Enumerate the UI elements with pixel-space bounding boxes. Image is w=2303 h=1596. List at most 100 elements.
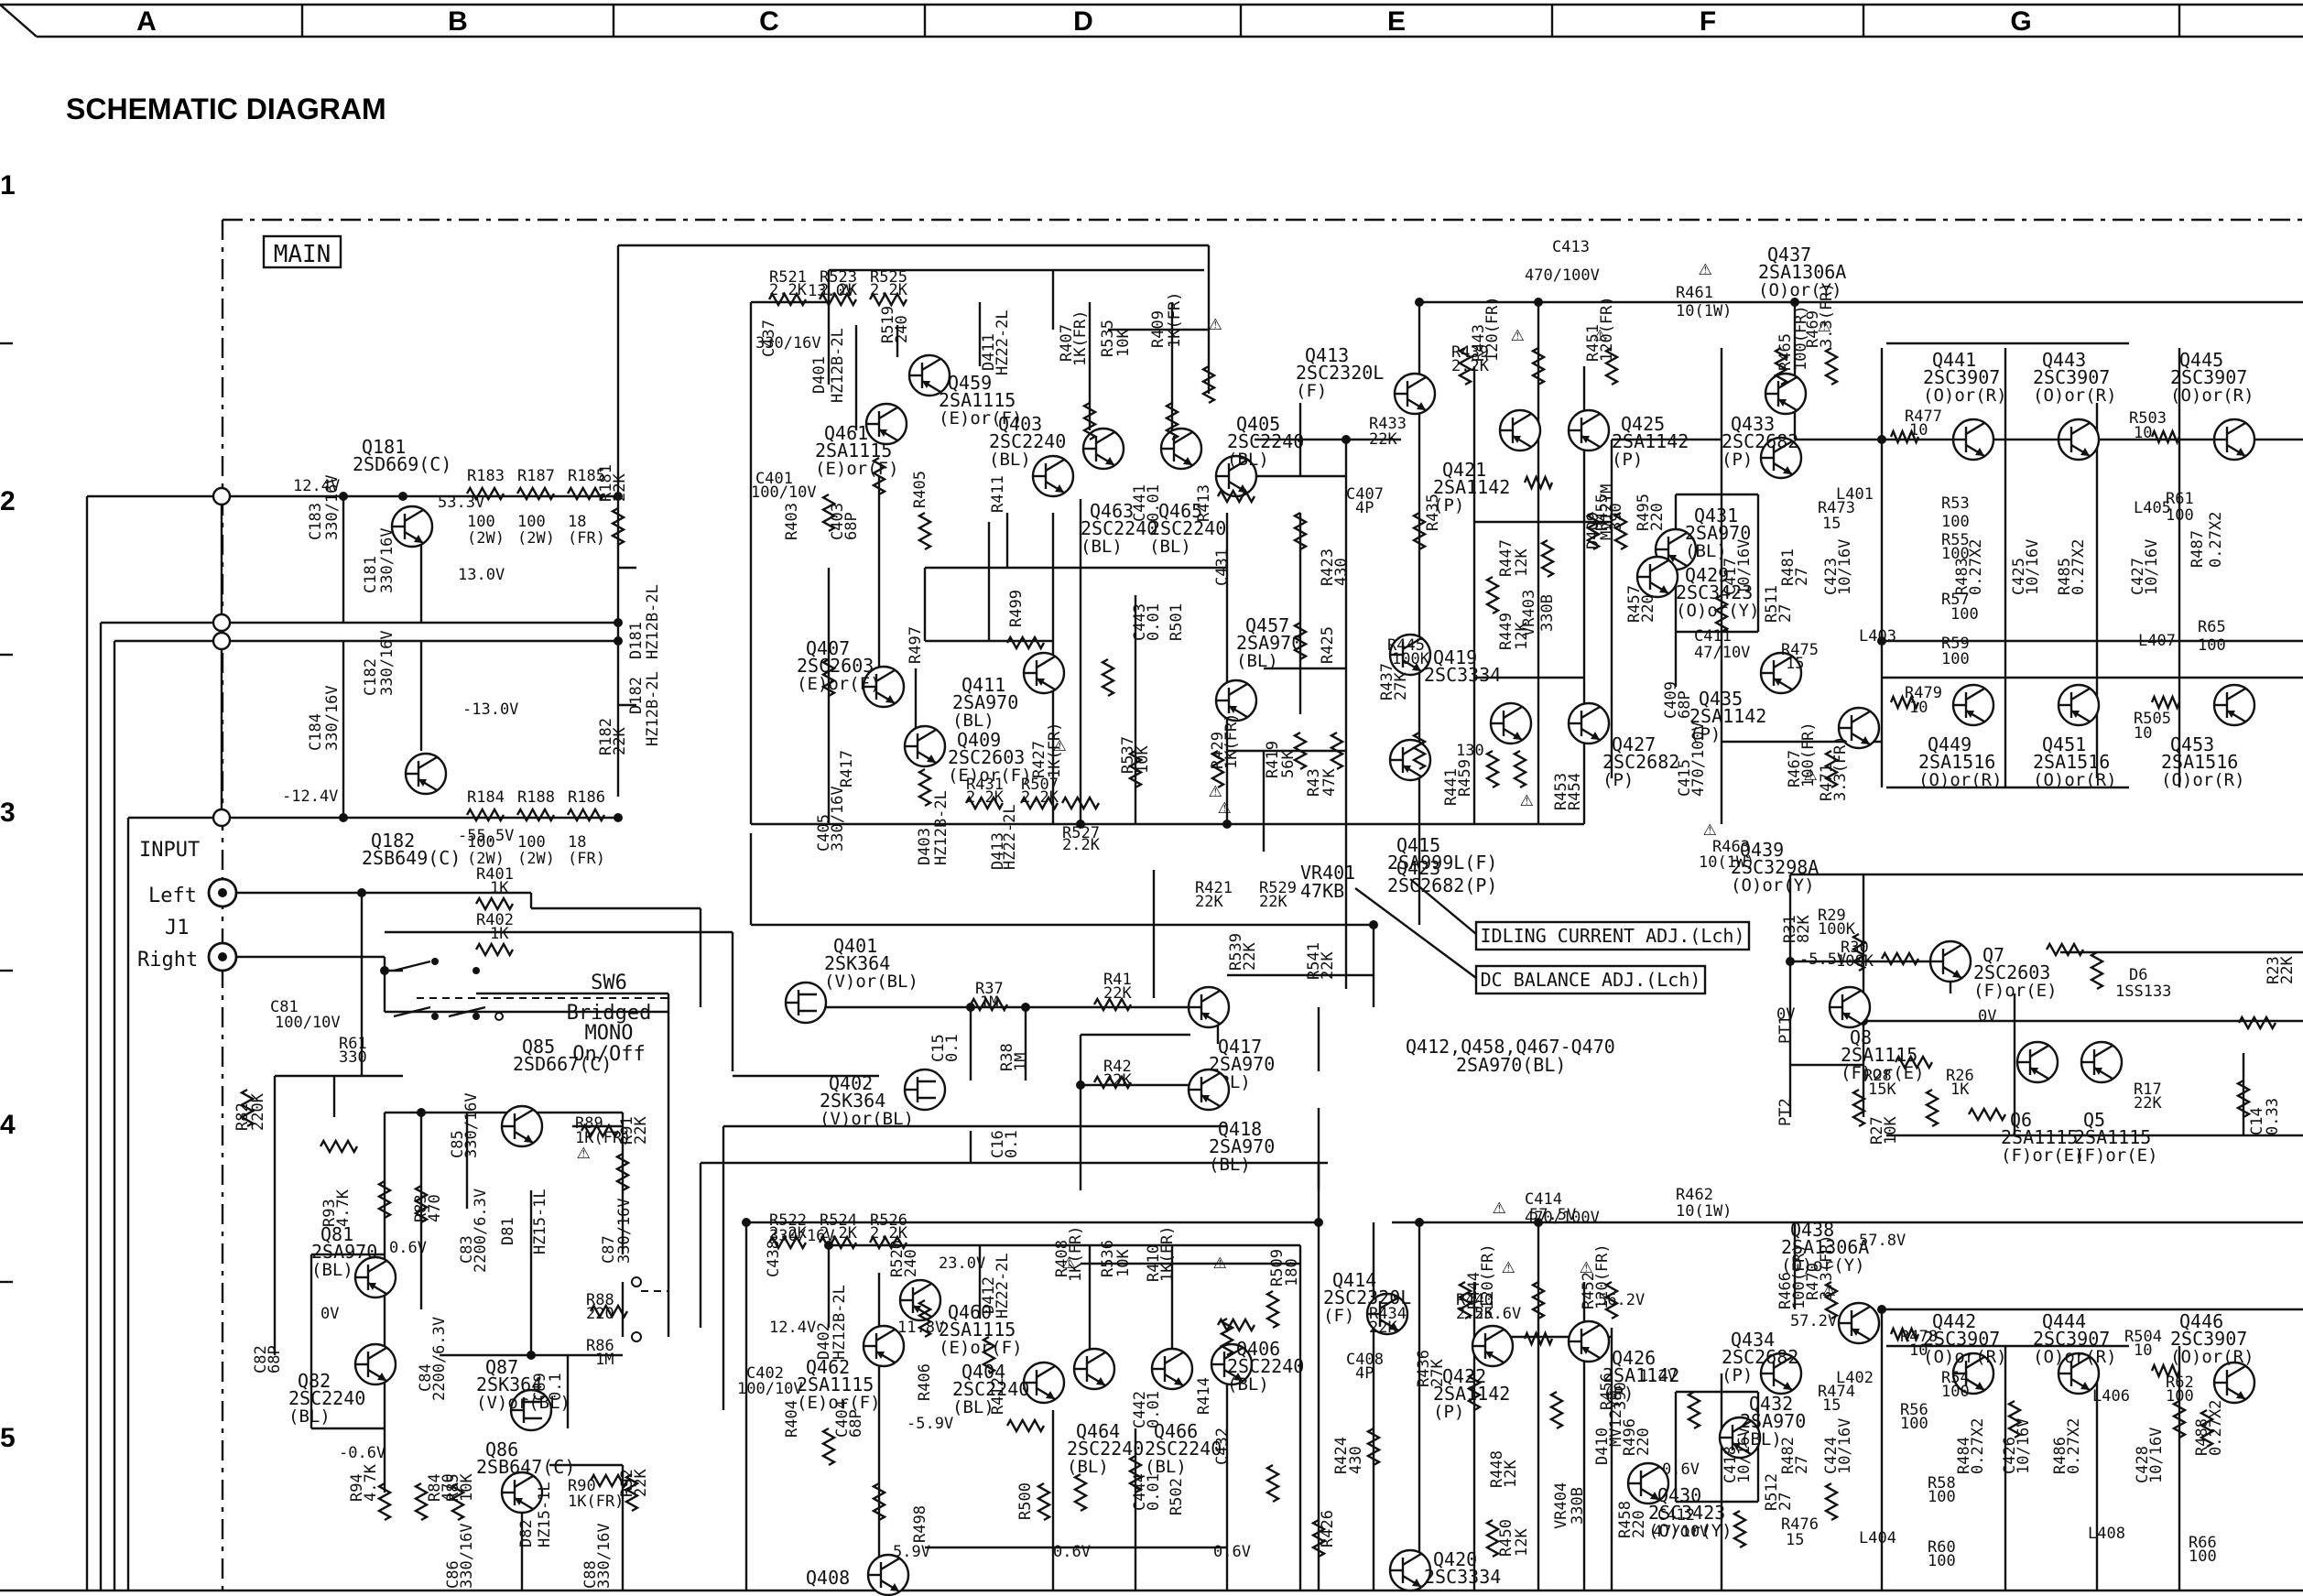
component-value: HZ15-1L	[531, 1189, 549, 1254]
transistor-ref: Q407	[806, 637, 850, 659]
component-value: 68P	[1676, 690, 1694, 719]
component-value: (FR)	[568, 529, 605, 548]
component-value: VR403	[1520, 590, 1538, 636]
resistor	[981, 1335, 997, 1375]
component-value: 13.0V	[458, 566, 505, 584]
transistor-part: 2SA999L(F)	[1387, 852, 1497, 874]
transistor-grade: (O)or(R)	[2033, 1347, 2117, 1367]
component-value: 220	[1630, 1510, 1648, 1538]
input-jack-right	[207, 941, 238, 972]
transistor-part: 2SD669(C)	[353, 453, 451, 475]
component-value: C427	[2129, 558, 2147, 595]
component-value: 10K	[1114, 329, 1133, 357]
resistor	[2045, 941, 2085, 958]
component-value: C413	[1552, 238, 1590, 256]
component-value: HZ12B-2L	[644, 584, 662, 659]
component-value: 47K	[1320, 768, 1339, 797]
component-value: 18	[568, 833, 586, 852]
component-value: 15	[1822, 515, 1841, 533]
component-value: C182	[362, 658, 380, 696]
component-value: R184	[467, 788, 505, 807]
component-value: R451	[1584, 324, 1602, 362]
component-value: HZ12B-2L	[644, 671, 662, 746]
component-value: HZ22-2L	[1001, 804, 1019, 870]
component-value: C89	[531, 1373, 549, 1401]
resistor	[624, 1472, 640, 1513]
row-label-5: 5	[0, 1423, 16, 1453]
transistor-part: 2SB649(C)	[362, 847, 461, 869]
input-jack-left	[207, 877, 238, 908]
component-value: D410	[1593, 1428, 1612, 1465]
component-value: R535	[1099, 320, 1117, 357]
component-value: C431	[1213, 548, 1232, 586]
component-value: 0V	[1978, 1007, 1996, 1026]
component-value: 100	[2189, 1547, 2217, 1566]
transistor-ref: Q82	[298, 1370, 331, 1392]
component-value: R469	[1804, 310, 1822, 348]
transistor-ref: Q457	[1245, 614, 1289, 636]
transistor-ref: Q85	[522, 1036, 555, 1058]
resistor	[1036, 1482, 1052, 1522]
component-value: 10	[1909, 1341, 1928, 1360]
col-label-g: G	[2010, 6, 2031, 37]
component-value: 1M	[595, 1351, 614, 1369]
resistor	[2171, 1399, 2188, 1439]
resistor	[1773, 346, 1789, 386]
component-value: R458	[1616, 1501, 1635, 1538]
component-value: C407	[1346, 485, 1384, 504]
component-value: 120(FR)	[1479, 1243, 1497, 1309]
component-value: R41	[1103, 971, 1132, 989]
component-value: R427	[1030, 741, 1048, 778]
component-value: 12K	[1513, 622, 1531, 650]
component-value: R498	[911, 1505, 929, 1543]
component-value: C181	[362, 556, 380, 593]
component-value: 10(1W)	[1676, 1202, 1732, 1221]
resistor	[1713, 593, 1730, 634]
component-value: 22K	[1259, 893, 1287, 911]
resistor	[610, 506, 626, 547]
transistor-grade: (O)or(R)	[2170, 385, 2254, 406]
component-value: 10K	[458, 1473, 476, 1502]
component-value: R497	[907, 626, 925, 664]
component-value: R501	[1168, 603, 1186, 641]
component-value: C16	[989, 1130, 1007, 1158]
component-value: HZ12B-2L	[829, 328, 847, 403]
component-value: R437	[1378, 663, 1396, 700]
resistor	[1100, 657, 1116, 698]
resistor	[871, 1482, 887, 1522]
component-value: C409	[1662, 681, 1680, 719]
transistor-grade: (O)or(R)	[1923, 1347, 2007, 1367]
resistor	[319, 1138, 359, 1155]
component-value: 100	[467, 513, 495, 531]
component-value: 47/10V	[1694, 644, 1750, 662]
component-value: 330B	[1569, 1487, 1587, 1525]
input-right-label: Right	[137, 949, 198, 972]
component-value: R186	[568, 788, 605, 807]
component-value: C412	[1657, 1506, 1695, 1525]
resistor	[1967, 1106, 2007, 1123]
component-value: 0.27X2	[1967, 539, 1985, 595]
transistor-part: 2SC2240	[952, 1378, 1029, 1400]
transistor-part: 2SC2240	[288, 1387, 365, 1409]
component-value: 10/16V	[1735, 1428, 1754, 1483]
transistor-grade: (BL)	[1149, 537, 1191, 557]
component-value: 470	[426, 1194, 444, 1222]
transistor-part: 2SC3907	[2170, 1328, 2247, 1350]
transistor-part: 2SC2240	[989, 430, 1066, 452]
component-value: R65	[2198, 618, 2226, 636]
resistor	[1732, 1509, 1748, 1549]
warning-icon: ⚠	[1511, 320, 1525, 346]
col-label-b: B	[448, 6, 468, 37]
component-value: R466	[1776, 1272, 1795, 1309]
component-value: C443	[1131, 603, 1149, 641]
component-value: 1M	[1012, 1053, 1030, 1071]
transistor-part: 2SC2603	[948, 746, 1025, 768]
transistor-part: 2SC2240	[1081, 517, 1157, 539]
